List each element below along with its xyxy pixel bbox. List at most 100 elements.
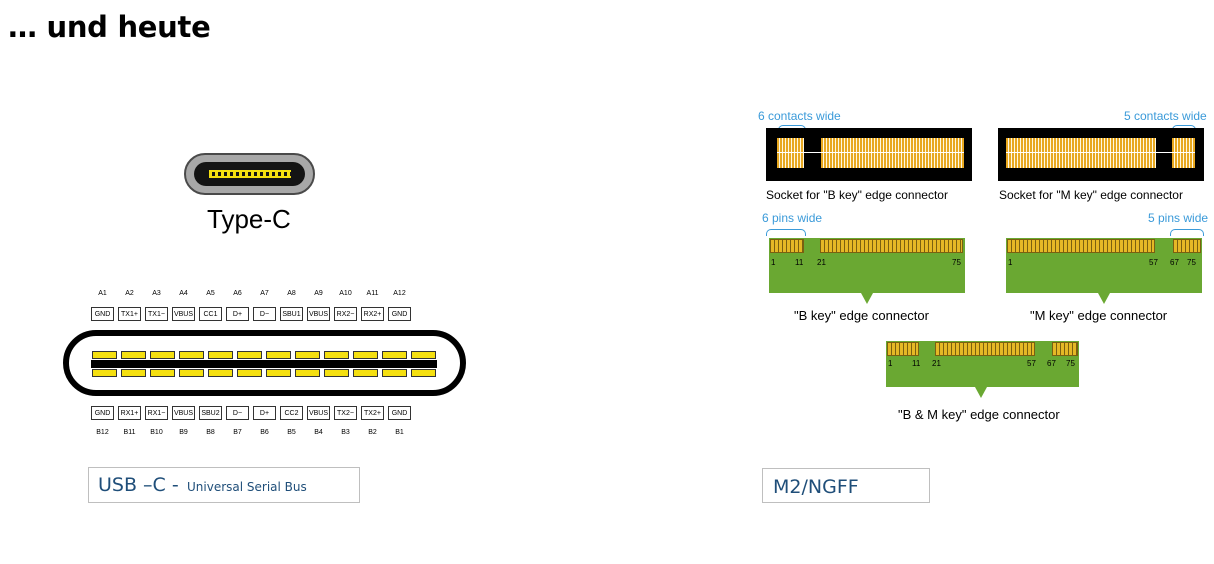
plug-label: Type-C [207,204,291,234]
contacts [1007,239,1155,253]
pin-label: GND [91,307,114,321]
pin-label: RX2+ [361,307,384,321]
pin-label: D− [253,307,276,321]
m-key-label: "M key" edge connector [1030,308,1168,323]
m2-caption: M2/NGFF [762,468,930,503]
pin-id: B2 [368,429,377,436]
contact-pad [382,369,407,377]
pin-id: B10 [150,429,163,436]
pin-id: A6 [233,290,242,297]
b-key-label: "B key" edge connector [794,308,929,323]
pin-id: A7 [260,290,269,297]
pin-label: CC1 [199,307,222,321]
pin-number: 75 [1187,258,1196,267]
contact-pad [92,369,117,377]
pin-number: 1 [1008,258,1013,267]
contact-pad [295,369,320,377]
socket-b-width-note: 6 contacts wide [758,109,841,123]
notch [975,387,987,398]
pin-id: A2 [125,290,134,297]
pin-id: A9 [314,290,323,297]
top-pin-labels: GND TX1+ TX1− VBUS CC1 D+ D− SBU1 VBUS R… [91,307,411,321]
socket-b-image [766,128,972,181]
pin-label: SBU2 [199,406,222,420]
pin-id: B9 [179,429,188,436]
pin-label: D+ [253,406,276,420]
pin-label: RX1+ [118,406,141,420]
pin-id: B12 [96,429,109,436]
m2-caption-main: M2/NGFF [773,476,859,498]
bottom-pin-labels: GND RX1+ RX1− VBUS SBU2 D− D+ CC2 VBUS T… [91,406,411,420]
contact-pad [92,351,117,359]
pin-label: VBUS [172,406,195,420]
pin-label: VBUS [307,307,330,321]
bottom-pin-ids: B12 B11 B10 B9 B8 B7 B6 B5 B4 B3 B2 B1 [91,429,411,436]
pin-label: SBU1 [280,307,303,321]
b-pins-width-note: 6 pins wide [762,211,823,225]
pin-number: 1 [771,258,776,267]
contact-pad [208,351,233,359]
contacts [820,239,963,253]
contacts [887,342,919,356]
contact-pad [353,369,378,377]
pin-number: 67 [1170,258,1179,267]
pin-id: A10 [339,290,352,297]
pin-number: 1 [888,359,893,368]
pin-number: 67 [1047,359,1056,368]
usb-caption-sub: Universal Serial Bus [187,480,307,494]
pin-id: A5 [206,290,215,297]
contact-pad [150,351,175,359]
pin-label: TX2− [334,406,357,420]
usb-c-plug-image [184,153,315,195]
bm-key-label: "B & M key" edge connector [898,407,1060,422]
contact-pad [179,369,204,377]
pin-label: VBUS [172,307,195,321]
socket-m-label: Socket for "M key" edge connector [999,188,1183,202]
pin-id: B4 [314,429,323,436]
socket-m-width-note: 5 contacts wide [1124,109,1207,123]
contacts [935,342,1035,356]
pin-id: B6 [260,429,269,436]
pin-label: GND [388,307,411,321]
pin-label: GND [91,406,114,420]
contact-pad [382,351,407,359]
pin-id: A8 [287,290,296,297]
contacts [770,239,804,253]
usb-caption: USB –C - Universal Serial Bus [88,467,360,503]
pin-number: 21 [932,359,941,368]
contact-pad [266,351,291,359]
pin-number: 11 [912,359,921,368]
contact-pad [121,351,146,359]
pin-id: B3 [341,429,350,436]
contact-pad [237,351,262,359]
contact-pad [353,351,378,359]
pin-id: B1 [395,429,404,436]
notch [1098,293,1110,304]
pin-label: D+ [226,307,249,321]
contact-pad [266,369,291,377]
pin-number: 57 [1027,359,1036,368]
notch [861,293,873,304]
pin-id: A3 [152,290,161,297]
contact-pad [324,369,349,377]
pin-id: B8 [206,429,215,436]
pin-label: RX2− [334,307,357,321]
contacts [1173,239,1201,253]
contact-pad [295,351,320,359]
contact-pad [411,369,436,377]
pin-label: TX2+ [361,406,384,420]
pin-label: RX1− [145,406,168,420]
top-pin-ids: A1 A2 A3 A4 A5 A6 A7 A8 A9 A10 A11 A12 [91,290,411,297]
contact-pad [324,351,349,359]
pin-id: A12 [393,290,406,297]
pin-number: 21 [817,258,826,267]
contact-pad [208,369,233,377]
pin-label: GND [388,406,411,420]
usb-c-receptacle-diagram [63,330,466,396]
contacts [1052,342,1078,356]
socket-m-image [998,128,1204,181]
usb-caption-main: USB –C - [98,474,179,496]
pin-label: VBUS [307,406,330,420]
m-pins-width-note: 5 pins wide [1148,211,1209,225]
pin-number: 75 [952,258,961,267]
